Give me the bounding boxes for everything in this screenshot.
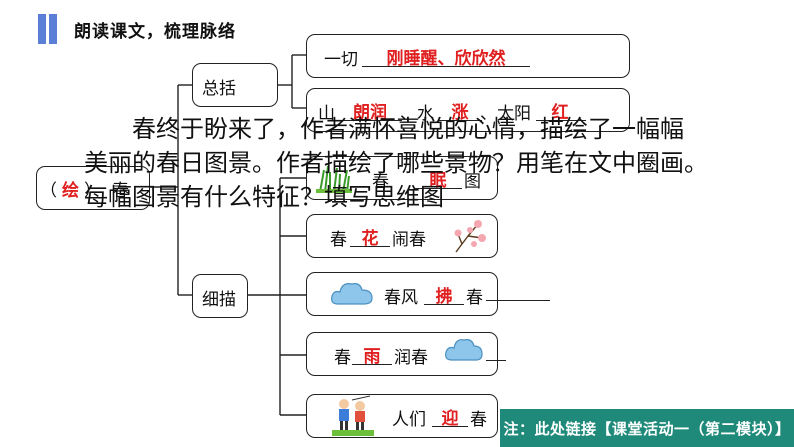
paragraph-line-1: 春终于盼来了，作者满怀喜悦的心情，描绘了一幅幅 xyxy=(132,115,684,143)
summary-label: 总括 xyxy=(202,79,236,99)
detail-label: 细描 xyxy=(202,290,236,310)
detail-item-1-blank xyxy=(414,188,462,189)
activity-link-note[interactable]: 注：此处链接【课堂活动一（第二模块）】 xyxy=(500,409,794,447)
cloud-icon xyxy=(331,283,373,305)
instruction-paragraph: 春终于盼来了，作者满怀喜悦的心情，描绘了一幅幅 美丽的春日图景。作者描绘了哪些景… xyxy=(84,112,744,214)
summary-item-2 xyxy=(306,88,630,132)
title-accent-icon xyxy=(38,14,58,44)
summary-item-2-blank-1 xyxy=(338,120,402,121)
summary-item-2-fill-2: 涨 xyxy=(451,103,469,123)
summary-item-2-part-5: 、太阳 xyxy=(480,104,531,124)
detail-item-3-blank xyxy=(424,304,464,305)
detail-item-5-suffix: 春 xyxy=(470,410,487,430)
detail-item-4-suffix: 润春 xyxy=(394,348,428,368)
summary-item-2-part-3: 、水 xyxy=(400,104,434,124)
root-fill: 绘 xyxy=(62,181,79,201)
detail-item-5-prefix: 人们 xyxy=(392,410,426,430)
detail-item-4-fill: 雨 xyxy=(363,347,381,367)
detail-item-2 xyxy=(306,214,498,258)
detail-item-5-fill: 迎 xyxy=(441,409,459,429)
detail-item-1-suffix: 图 xyxy=(464,172,481,192)
summary-node xyxy=(192,63,278,107)
detail-item-1-prefix: 春 xyxy=(372,172,389,192)
summary-item-1-prefix: 一切 xyxy=(324,50,358,70)
detail-item-3-fill: 拂 xyxy=(435,287,453,307)
summary-item-2-blank-2 xyxy=(438,120,482,121)
summary-item-2-part-1: 山 xyxy=(318,104,335,124)
summary-item-2-fill-1: 朗润 xyxy=(353,103,387,123)
detail-item-2-fill: 花 xyxy=(361,229,379,249)
summary-item-2-blank-3 xyxy=(536,120,586,121)
flower-icon xyxy=(454,220,486,253)
detail-item-3-prefix: 春风 xyxy=(384,288,418,308)
detail-item-4-blank xyxy=(352,364,392,365)
detail-item-2-blank xyxy=(350,246,390,247)
paragraph-line-2: 美丽的春日图景。作者描绘了哪些景物？用笔在文中圈画。 xyxy=(84,149,708,177)
detail-item-4-prefix: 春 xyxy=(334,348,351,368)
people-icon xyxy=(332,395,374,436)
summary-item-1-fill: 刚睡醒、欣欣然 xyxy=(386,49,506,69)
root-bracket-close: ） xyxy=(84,181,101,201)
root-suffix: 春 xyxy=(112,181,129,201)
paragraph-line-3: 每幅图景有什么特征？填写思维图 xyxy=(84,183,444,211)
detail-item-1-fill: 眠 xyxy=(429,171,447,191)
detail-item-4-trailing-line xyxy=(486,360,506,361)
detail-item-3-trailing-line xyxy=(486,300,550,301)
page-title: 朗读课文，梳理脉络 xyxy=(74,22,236,42)
grass-icon xyxy=(316,165,352,193)
root-bracket-open: （ xyxy=(40,181,57,201)
detail-item-5-blank xyxy=(432,426,468,427)
summary-item-2-fill-3: 红 xyxy=(551,103,569,123)
summary-item-1-blank xyxy=(362,66,530,67)
summary-item-1 xyxy=(306,34,630,78)
detail-item-2-prefix: 春 xyxy=(330,230,347,250)
rain-cloud-icon xyxy=(445,339,483,361)
detail-item-2-suffix: 闹春 xyxy=(392,230,426,250)
detail-item-3-suffix: 春 xyxy=(466,288,483,308)
detail-node xyxy=(192,274,248,318)
root-node xyxy=(36,166,150,210)
